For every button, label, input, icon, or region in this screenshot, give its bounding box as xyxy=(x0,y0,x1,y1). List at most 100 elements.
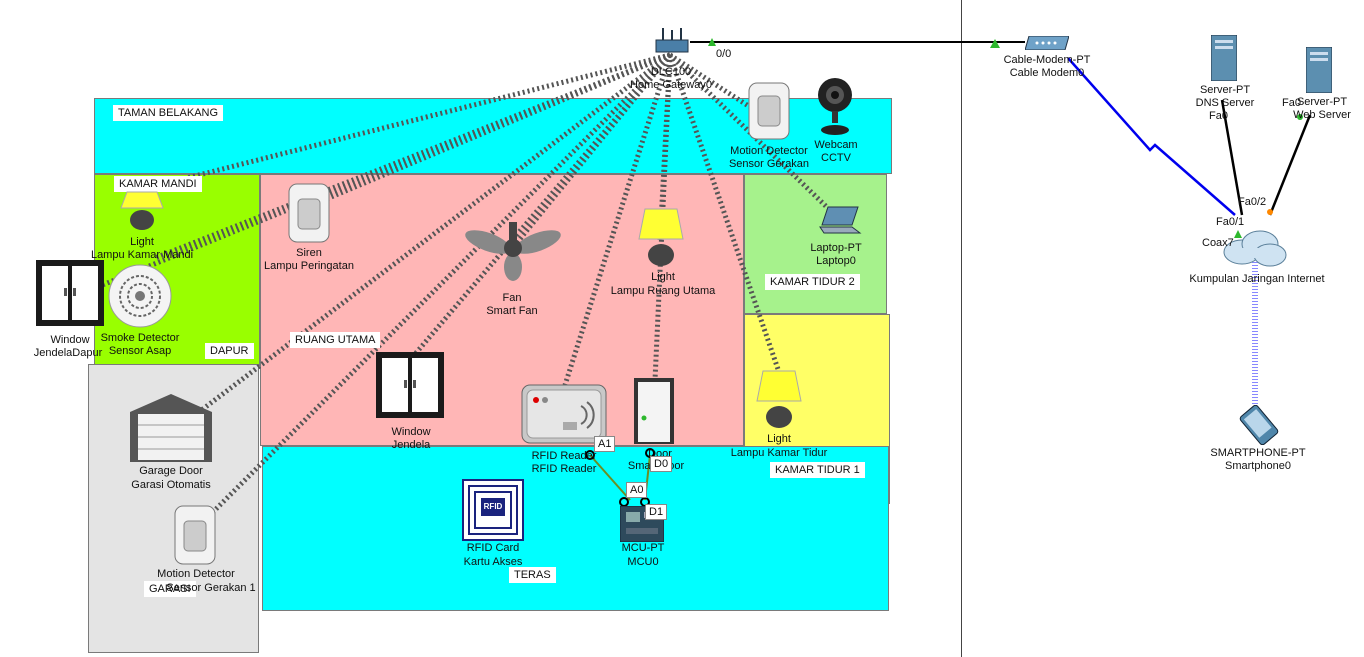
window-utama-label-2: Jendela xyxy=(391,439,431,451)
window-dapur-label-1: Window xyxy=(50,334,90,346)
light-ruang-utama-label-1: Light xyxy=(651,271,675,283)
rfid-reader-device[interactable] xyxy=(521,384,607,444)
fan-label-2: Smart Fan xyxy=(486,305,538,317)
garage-door-device[interactable] xyxy=(130,394,212,462)
label-taman-belakang: TAMAN BELAKANG xyxy=(113,105,224,121)
label-kamar-tidur-2: KAMAR TIDUR 2 xyxy=(765,274,860,290)
garage-door-label-1: Garage Door xyxy=(139,465,203,477)
door-icon xyxy=(634,378,674,444)
rfid-reader-icon xyxy=(521,384,607,444)
label-dapur: DAPUR xyxy=(205,343,254,359)
port-d0: D0 xyxy=(650,456,673,472)
server-icon xyxy=(1305,46,1333,94)
lamp-icon xyxy=(120,191,164,230)
light-kamar-tidur-label-2: Lampu Kamar Tidur xyxy=(730,447,828,459)
wireless-links xyxy=(89,52,837,522)
smartphone-label-1: SMARTPHONE-PT xyxy=(1210,447,1306,459)
mcu-board-icon xyxy=(619,505,665,543)
motion-detector-label-2: Sensor Gerakan xyxy=(728,158,810,170)
motion-detector-icon xyxy=(174,505,216,565)
webcam-label-2: CCTV xyxy=(821,152,851,164)
siren-label-1: Siren xyxy=(296,247,322,259)
smartphone-icon xyxy=(1239,404,1279,446)
dns-server-label-2: DNS Server xyxy=(1195,97,1255,109)
rfid-card-device[interactable]: RFID xyxy=(462,479,524,541)
siren-device[interactable] xyxy=(288,183,330,243)
lamp-icon xyxy=(756,370,802,428)
port-a1: A1 xyxy=(594,436,616,452)
internet-cloud-device[interactable] xyxy=(1222,228,1288,268)
ceiling-fan-icon xyxy=(465,222,561,281)
label-kamar-tidur-1: KAMAR TIDUR 1 xyxy=(770,462,865,478)
workspace-divider xyxy=(961,0,962,657)
label-kamar-mandi: KAMAR MANDI xyxy=(114,176,202,192)
smoke-detector-label-2: Sensor Asap xyxy=(108,345,172,357)
smartphone-device[interactable] xyxy=(1234,404,1284,446)
window-utama-device[interactable] xyxy=(376,352,444,418)
label-ruang-utama: RUANG UTAMA xyxy=(290,332,381,348)
window-dapur-label-2: JendelaDapur xyxy=(33,347,103,359)
cable-modem-icon xyxy=(1024,35,1070,51)
gateway-icon xyxy=(655,28,689,53)
webcam-icon xyxy=(818,78,852,135)
gateway-port: 0/0 xyxy=(716,48,732,60)
laptop-label-2: Laptop0 xyxy=(816,255,856,267)
mcu-label-1: MCU-PT xyxy=(621,542,665,554)
smoke-detector-device[interactable] xyxy=(107,264,173,328)
laptop-icon xyxy=(819,206,862,234)
web-server-device[interactable] xyxy=(1305,46,1333,94)
laptop-label-1: Laptop-PT xyxy=(810,242,862,254)
window-dapur-device[interactable] xyxy=(36,260,104,326)
label-garasi: GARASI xyxy=(144,581,196,597)
light-ruang-utama-label-2: Lampu Ruang Utama xyxy=(610,285,716,297)
motion-detector-2-device[interactable] xyxy=(174,505,216,565)
cloud-port-fa02: Fa0/2 xyxy=(1238,196,1267,208)
motion-detector-label-1: Motion Detector xyxy=(730,145,808,157)
dns-server-port: Fa0 xyxy=(1209,110,1228,122)
server-icon xyxy=(1210,34,1238,82)
motion-detector-device[interactable] xyxy=(748,82,790,140)
mcu-device[interactable] xyxy=(619,505,665,543)
fan-device[interactable] xyxy=(463,222,563,284)
cable-modem-label-1: Cable-Modem-PT xyxy=(1003,54,1091,66)
window-icon xyxy=(36,260,104,326)
webcam-device[interactable] xyxy=(817,75,853,137)
fan-label-1: Fan xyxy=(502,292,522,304)
webcam-label-1: Webcam xyxy=(814,139,858,151)
siren-icon xyxy=(288,183,330,243)
light-kamar-mandi-label-2: Lampu Kamar Mandi xyxy=(90,249,194,261)
gateway-label-2: Home Gateway0 xyxy=(630,79,712,91)
label-teras: TERAS xyxy=(509,567,556,583)
port-d1: D1 xyxy=(645,504,668,520)
motion-detector-2-label-1: Motion Detector xyxy=(157,568,235,580)
mcu-label-2: MCU0 xyxy=(627,556,659,568)
smoke-detector-icon xyxy=(108,264,172,328)
smart-door-device[interactable] xyxy=(634,378,674,444)
lamp-icon xyxy=(638,208,684,266)
light-ruang-utama-device[interactable] xyxy=(637,207,685,269)
dns-server-device[interactable] xyxy=(1210,34,1238,82)
coax-link xyxy=(1067,57,1236,216)
rfid-card-label-2: Kartu Akses xyxy=(463,556,523,568)
light-kamar-mandi-label-1: Light xyxy=(130,236,154,248)
siren-label-2: Lampu Peringatan xyxy=(264,260,354,272)
dns-server-label-1: Server-PT xyxy=(1199,84,1251,96)
cable-modem-device[interactable] xyxy=(1024,35,1070,51)
cable-modem-label-2: Cable Modem0 xyxy=(1009,67,1085,79)
light-kamar-tidur-device[interactable] xyxy=(755,369,803,431)
smartphone-label-2: Smartphone0 xyxy=(1224,460,1292,472)
laptop-device[interactable] xyxy=(818,205,862,235)
rfid-card-label-1: RFID Card xyxy=(466,542,520,554)
web-server-port: Fa0 xyxy=(1282,97,1301,109)
rfid-card-badge: RFID xyxy=(483,502,503,511)
rfid-reader-label-1: RFID Reader xyxy=(531,450,597,462)
light-kamar-tidur-label-1: Light xyxy=(767,433,791,445)
window-utama-label-1: Window xyxy=(391,426,431,438)
light-kamar-mandi-device[interactable] xyxy=(117,190,167,234)
cloud-icon xyxy=(1223,230,1287,267)
home-gateway-device[interactable] xyxy=(655,28,689,54)
garage-door-label-2: Garasi Otomatis xyxy=(131,479,211,491)
rfid-reader-label-2: RFID Reader xyxy=(531,463,597,475)
cloud-port-fa01: Fa0/1 xyxy=(1216,216,1245,228)
